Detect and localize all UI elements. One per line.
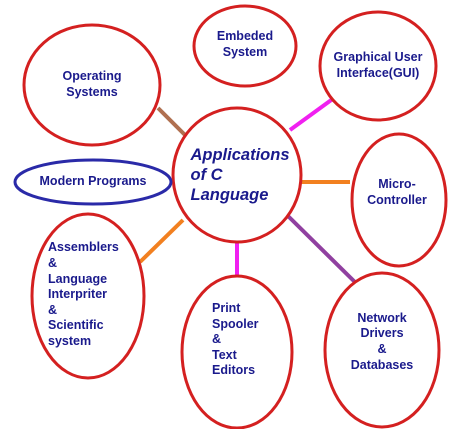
node-ring-network-drivers [323,271,441,429]
connector-operating-systems [156,106,188,138]
connector-network-drivers [286,214,367,294]
node-label-network-drivers: Network Drivers & Databases [350,310,414,372]
node-ring-embeded-system [192,4,298,88]
node-label-print-spooler: Print Spooler & Text Editors [212,300,259,378]
node-ring-assemblers [30,212,146,380]
center-node-ring [171,106,303,244]
node-label-assemblers: Assemblers & Language Interpriter & Scie… [48,240,119,349]
center-node-label: Applications of C Language [190,146,290,204]
node-ring-operating-systems [22,23,162,147]
node-label-gui: Graphical User Interface(GUI) [333,50,423,80]
node-ring-gui [318,10,438,122]
connector-assemblers [138,218,185,264]
node-label-micro-controller: Micro- Controller [367,177,427,207]
node-ring-modern-programs [13,158,173,206]
node-label-operating-systems: Operating Systems [62,69,122,99]
node-ring-print-spooler [180,274,294,429]
node-ring-micro-controller [350,132,448,268]
node-label-modern-programs: Modern Programs [39,174,147,189]
node-label-embeded-system: Embeded System [216,29,274,59]
connector-gui [288,96,336,132]
